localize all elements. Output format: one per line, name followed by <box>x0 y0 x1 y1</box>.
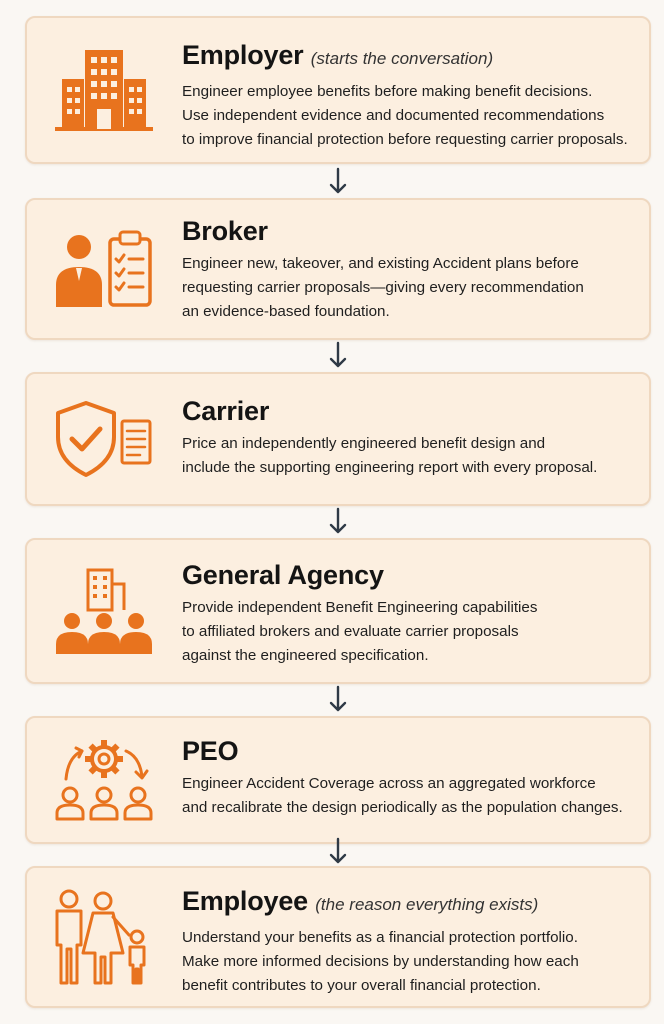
role-title-text: Employee <box>182 886 308 916</box>
role-title-text: Broker <box>182 216 268 246</box>
description-line: requesting carrier proposals—giving ever… <box>182 279 584 296</box>
person-clipboard-icon <box>39 200 169 338</box>
description-line: and recalibrate the design periodically … <box>182 799 623 816</box>
role-title-text: General Agency <box>182 560 384 590</box>
role-card-employer: Employer (starts the conversation) Engin… <box>25 16 651 164</box>
gear-cycle-people-icon <box>39 718 169 842</box>
role-title: Employer (starts the conversation) <box>182 40 637 74</box>
description-line: against the engineered specification. <box>182 647 429 664</box>
description-line: to improve financial protection before r… <box>182 131 628 148</box>
role-title-text: Employer <box>182 40 304 70</box>
role-card-broker: Broker Engineer new, takeover, and exist… <box>25 198 651 340</box>
building-icon <box>39 18 169 162</box>
building-group-icon <box>39 540 169 682</box>
role-title: Broker <box>182 216 637 246</box>
role-title: PEO <box>182 736 637 766</box>
description-line: Engineer employee benefits before making… <box>182 83 593 100</box>
role-description: Provide independent Benefit Engineering … <box>182 596 637 668</box>
role-card-carrier: Carrier Price an independently engineere… <box>25 372 651 506</box>
description-line: to affiliated brokers and evaluate carri… <box>182 623 519 640</box>
role-card-employee: Employee (the reason everything exists) … <box>25 866 651 1008</box>
description-line: Make more informed decisions by understa… <box>182 953 579 970</box>
shield-check-document-icon <box>39 374 169 504</box>
description-line: benefit contributes to your overall fina… <box>182 977 541 994</box>
down-arrow-icon <box>326 684 350 716</box>
down-arrow-icon <box>326 340 350 370</box>
role-title: Employee (the reason everything exists) <box>182 886 637 920</box>
description-line: Use independent evidence and documented … <box>182 107 605 124</box>
role-subtitle: (the reason everything exists) <box>315 895 539 914</box>
description-line: Engineer new, takeover, and existing Acc… <box>182 255 579 272</box>
description-line: Price an independently engineered benefi… <box>182 435 546 452</box>
down-arrow-icon <box>326 836 350 868</box>
role-subtitle: (starts the conversation) <box>310 49 494 68</box>
description-line: include the supporting engineering repor… <box>182 459 598 476</box>
role-description: Engineer Accident Coverage across an agg… <box>182 772 637 820</box>
role-title-text: Carrier <box>182 396 270 426</box>
role-description: Engineer new, takeover, and existing Acc… <box>182 252 637 324</box>
role-title: Carrier <box>182 396 637 426</box>
role-card-general-agency: General Agency Provide independent Benef… <box>25 538 651 684</box>
down-arrow-icon <box>326 166 350 196</box>
description-line: Understand your benefits as a financial … <box>182 929 578 946</box>
description-line: an evidence-based foundation. <box>182 303 390 320</box>
description-line: Engineer Accident Coverage across an agg… <box>182 775 596 792</box>
family-icon <box>39 868 169 1006</box>
role-card-peo: PEO Engineer Accident Coverage across an… <box>25 716 651 844</box>
role-title: General Agency <box>182 560 637 590</box>
role-title-text: PEO <box>182 736 239 766</box>
role-description: Engineer employee benefits before making… <box>182 80 637 152</box>
description-line: Provide independent Benefit Engineering … <box>182 599 538 616</box>
role-description: Understand your benefits as a financial … <box>182 926 637 998</box>
down-arrow-icon <box>326 506 350 538</box>
role-description: Price an independently engineered benefi… <box>182 432 637 480</box>
